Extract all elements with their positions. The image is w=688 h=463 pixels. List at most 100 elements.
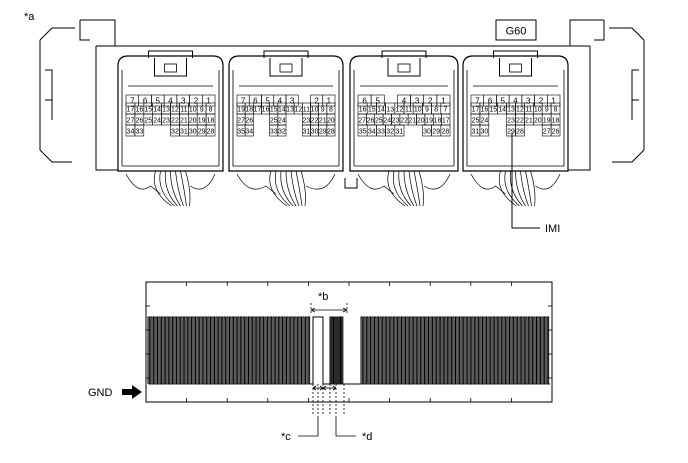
ecu-housing [39, 19, 645, 189]
pin-number: 24 [278, 118, 286, 125]
pin-number: 17 [472, 107, 480, 114]
wire [153, 170, 172, 207]
pin-number: 31 [396, 129, 404, 136]
pin-number: 3 [181, 97, 186, 106]
pin-number: 14 [278, 107, 286, 114]
callout-b-label: *b [318, 291, 328, 303]
pin-number: 27 [127, 118, 135, 125]
pin-number: 20 [534, 118, 542, 125]
pin-cell [479, 124, 490, 137]
pin-number: 25 [375, 118, 383, 125]
pin-number: 23 [392, 118, 400, 125]
pin-number: 23 [162, 118, 170, 125]
pin-number: 33 [270, 129, 278, 136]
wire [418, 170, 424, 207]
pin-number: 32 [171, 129, 179, 136]
pin-number: 11 [180, 107, 187, 114]
latch-window [164, 63, 177, 73]
gnd-label: GND [88, 387, 113, 399]
pin-number: 30 [423, 129, 431, 136]
wire [164, 170, 178, 207]
wire [398, 170, 412, 207]
wire [525, 170, 532, 207]
pin-number: 13 [507, 107, 515, 114]
pin-number: 5 [265, 97, 270, 106]
pin-cell [550, 124, 561, 137]
pin-cell [277, 124, 287, 137]
pin-number: 26 [245, 118, 253, 125]
pin-number: 18 [207, 118, 215, 125]
pin-number: 20 [327, 118, 335, 125]
pin-number: 9 [545, 107, 549, 114]
pin-number: 19 [543, 118, 551, 125]
wire [274, 170, 291, 207]
wire [515, 170, 526, 207]
pin-number: 25 [472, 118, 480, 125]
pin-number: 2 [194, 97, 199, 106]
wire [357, 173, 395, 195]
pin-number: 27 [358, 118, 366, 125]
wire [470, 173, 506, 195]
pin-number: 4 [168, 97, 173, 106]
wire [413, 170, 421, 207]
wire [190, 173, 216, 190]
pin-number: 11 [405, 107, 412, 114]
pin-number: 17 [442, 118, 450, 125]
pin-number: 15 [144, 107, 152, 114]
pin-number: 25 [270, 118, 278, 125]
connector-latch [148, 50, 193, 77]
pin-number: 7 [130, 97, 135, 106]
pin-number: 9 [425, 107, 429, 114]
wire [175, 170, 184, 207]
pin-cell [394, 124, 405, 137]
pin-number: 16 [262, 107, 270, 114]
pin-number: 30 [480, 129, 488, 136]
pin-number: 15 [270, 107, 278, 114]
pin-number: 5 [375, 97, 380, 106]
pin-number: 12 [516, 107, 524, 114]
pin-number: 17 [254, 107, 262, 114]
pin-number: 21 [525, 118, 533, 125]
pin-number: 1 [206, 97, 211, 106]
pin-number: 16 [135, 107, 143, 114]
pin-number: 10 [534, 107, 542, 114]
gnd-arrow-icon [122, 385, 142, 399]
wire [295, 170, 303, 207]
pin-number: 19 [425, 118, 433, 125]
wire [185, 170, 191, 207]
pin-cell [515, 124, 525, 137]
pin-number: 23 [303, 118, 311, 125]
pin-number: 13 [386, 107, 394, 114]
latch-window [279, 63, 293, 73]
pin-number: 1 [327, 97, 332, 106]
pin-number: 10 [189, 107, 197, 114]
pin-number: 32 [386, 129, 394, 136]
pin-number: 2 [428, 97, 433, 106]
pin-number: 30 [189, 129, 197, 136]
wire [530, 170, 536, 207]
pin-number: 34 [127, 129, 135, 136]
pin-cell [436, 94, 451, 107]
connector-latch [263, 50, 309, 77]
wire [125, 173, 161, 195]
pin-number: 13 [286, 107, 294, 114]
pin-number: 35 [237, 129, 245, 136]
imi-leader-line [511, 133, 540, 229]
connector-latch [493, 50, 538, 77]
pin-number: 12 [396, 107, 404, 114]
pin-cell [205, 124, 216, 137]
pin-number: 18 [434, 118, 442, 125]
pin-number: 26 [552, 129, 560, 136]
latch-window [397, 63, 411, 73]
pin-cell [134, 124, 145, 137]
pin-number: 4 [278, 97, 283, 106]
pin-number: 13 [162, 107, 170, 114]
pin-cell [370, 94, 385, 107]
pin-cell [440, 124, 451, 137]
callout-c-d-dimension [298, 384, 356, 437]
connector-latch [381, 50, 427, 77]
